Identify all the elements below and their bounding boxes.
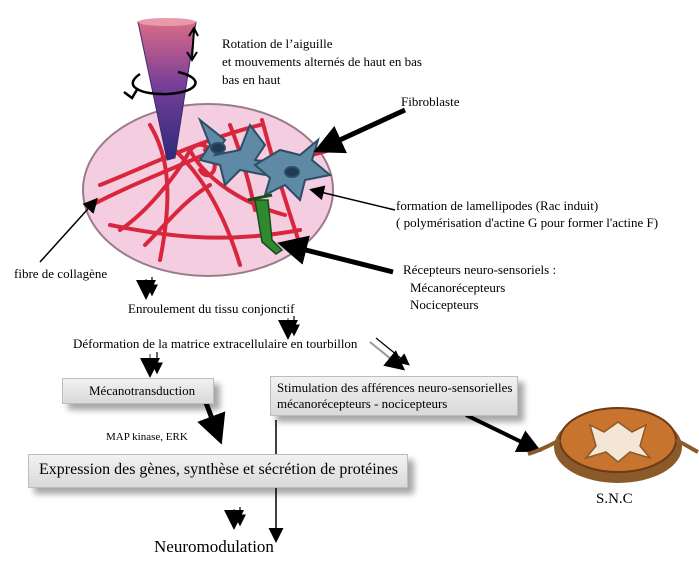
needle-rotation-line2: et mouvements alternés de haut en bas <box>222 54 422 69</box>
deformation-label: Déformation de la matrice extracellulair… <box>73 336 358 351</box>
snc-label: S.N.C <box>596 491 633 507</box>
mechanoreceptors-label: Mécanorécepteurs <box>410 280 506 295</box>
lamellipodes-line2: ( polymérisation d'actine G pour former … <box>396 215 659 230</box>
expression-box: Expression des gènes, synthèse et sécrét… <box>28 454 408 488</box>
mecanotransduction-text: Mécanotransduction <box>89 383 196 398</box>
map-kinase-label: MAP kinase, ERK <box>106 431 188 443</box>
acupuncture-needle <box>123 18 199 161</box>
mecanotransduction-box: Mécanotransduction <box>62 378 214 404</box>
fibroblast-label: Fibroblaste <box>401 94 460 109</box>
neuromodulation-label: Neuromodulation <box>154 537 274 556</box>
collagen-fiber-label: fibre de collagène <box>14 266 108 281</box>
flow-arrows <box>136 277 410 530</box>
receptors-title: Récepteurs neuro-sensoriels : <box>403 262 557 277</box>
stimulation-text-line1: Stimulation des afférences neuro-sensori… <box>277 380 513 395</box>
enroulement-label: Enroulement du tissu conjonctif <box>128 301 295 316</box>
needle-rotation-line3: bas en haut <box>222 72 281 87</box>
expression-text: Expression des gènes, synthèse et sécrét… <box>39 461 399 478</box>
nociceptors-label: Nocicepteurs <box>410 297 479 312</box>
lamellipodes-line1: formation de lamellipodes (Rac induit) <box>396 198 599 213</box>
stimulation-text-line2: mécanorécepteurs - nocicepteurs <box>277 396 448 411</box>
needle-rotation-line1: Rotation de l’aiguille <box>222 36 333 51</box>
fibroblast-cell <box>197 116 333 202</box>
spinal-cord-illustration <box>527 407 699 483</box>
stimulation-box: Stimulation des afférences neuro-sensori… <box>270 376 518 416</box>
pointer-arrows <box>39 107 407 275</box>
